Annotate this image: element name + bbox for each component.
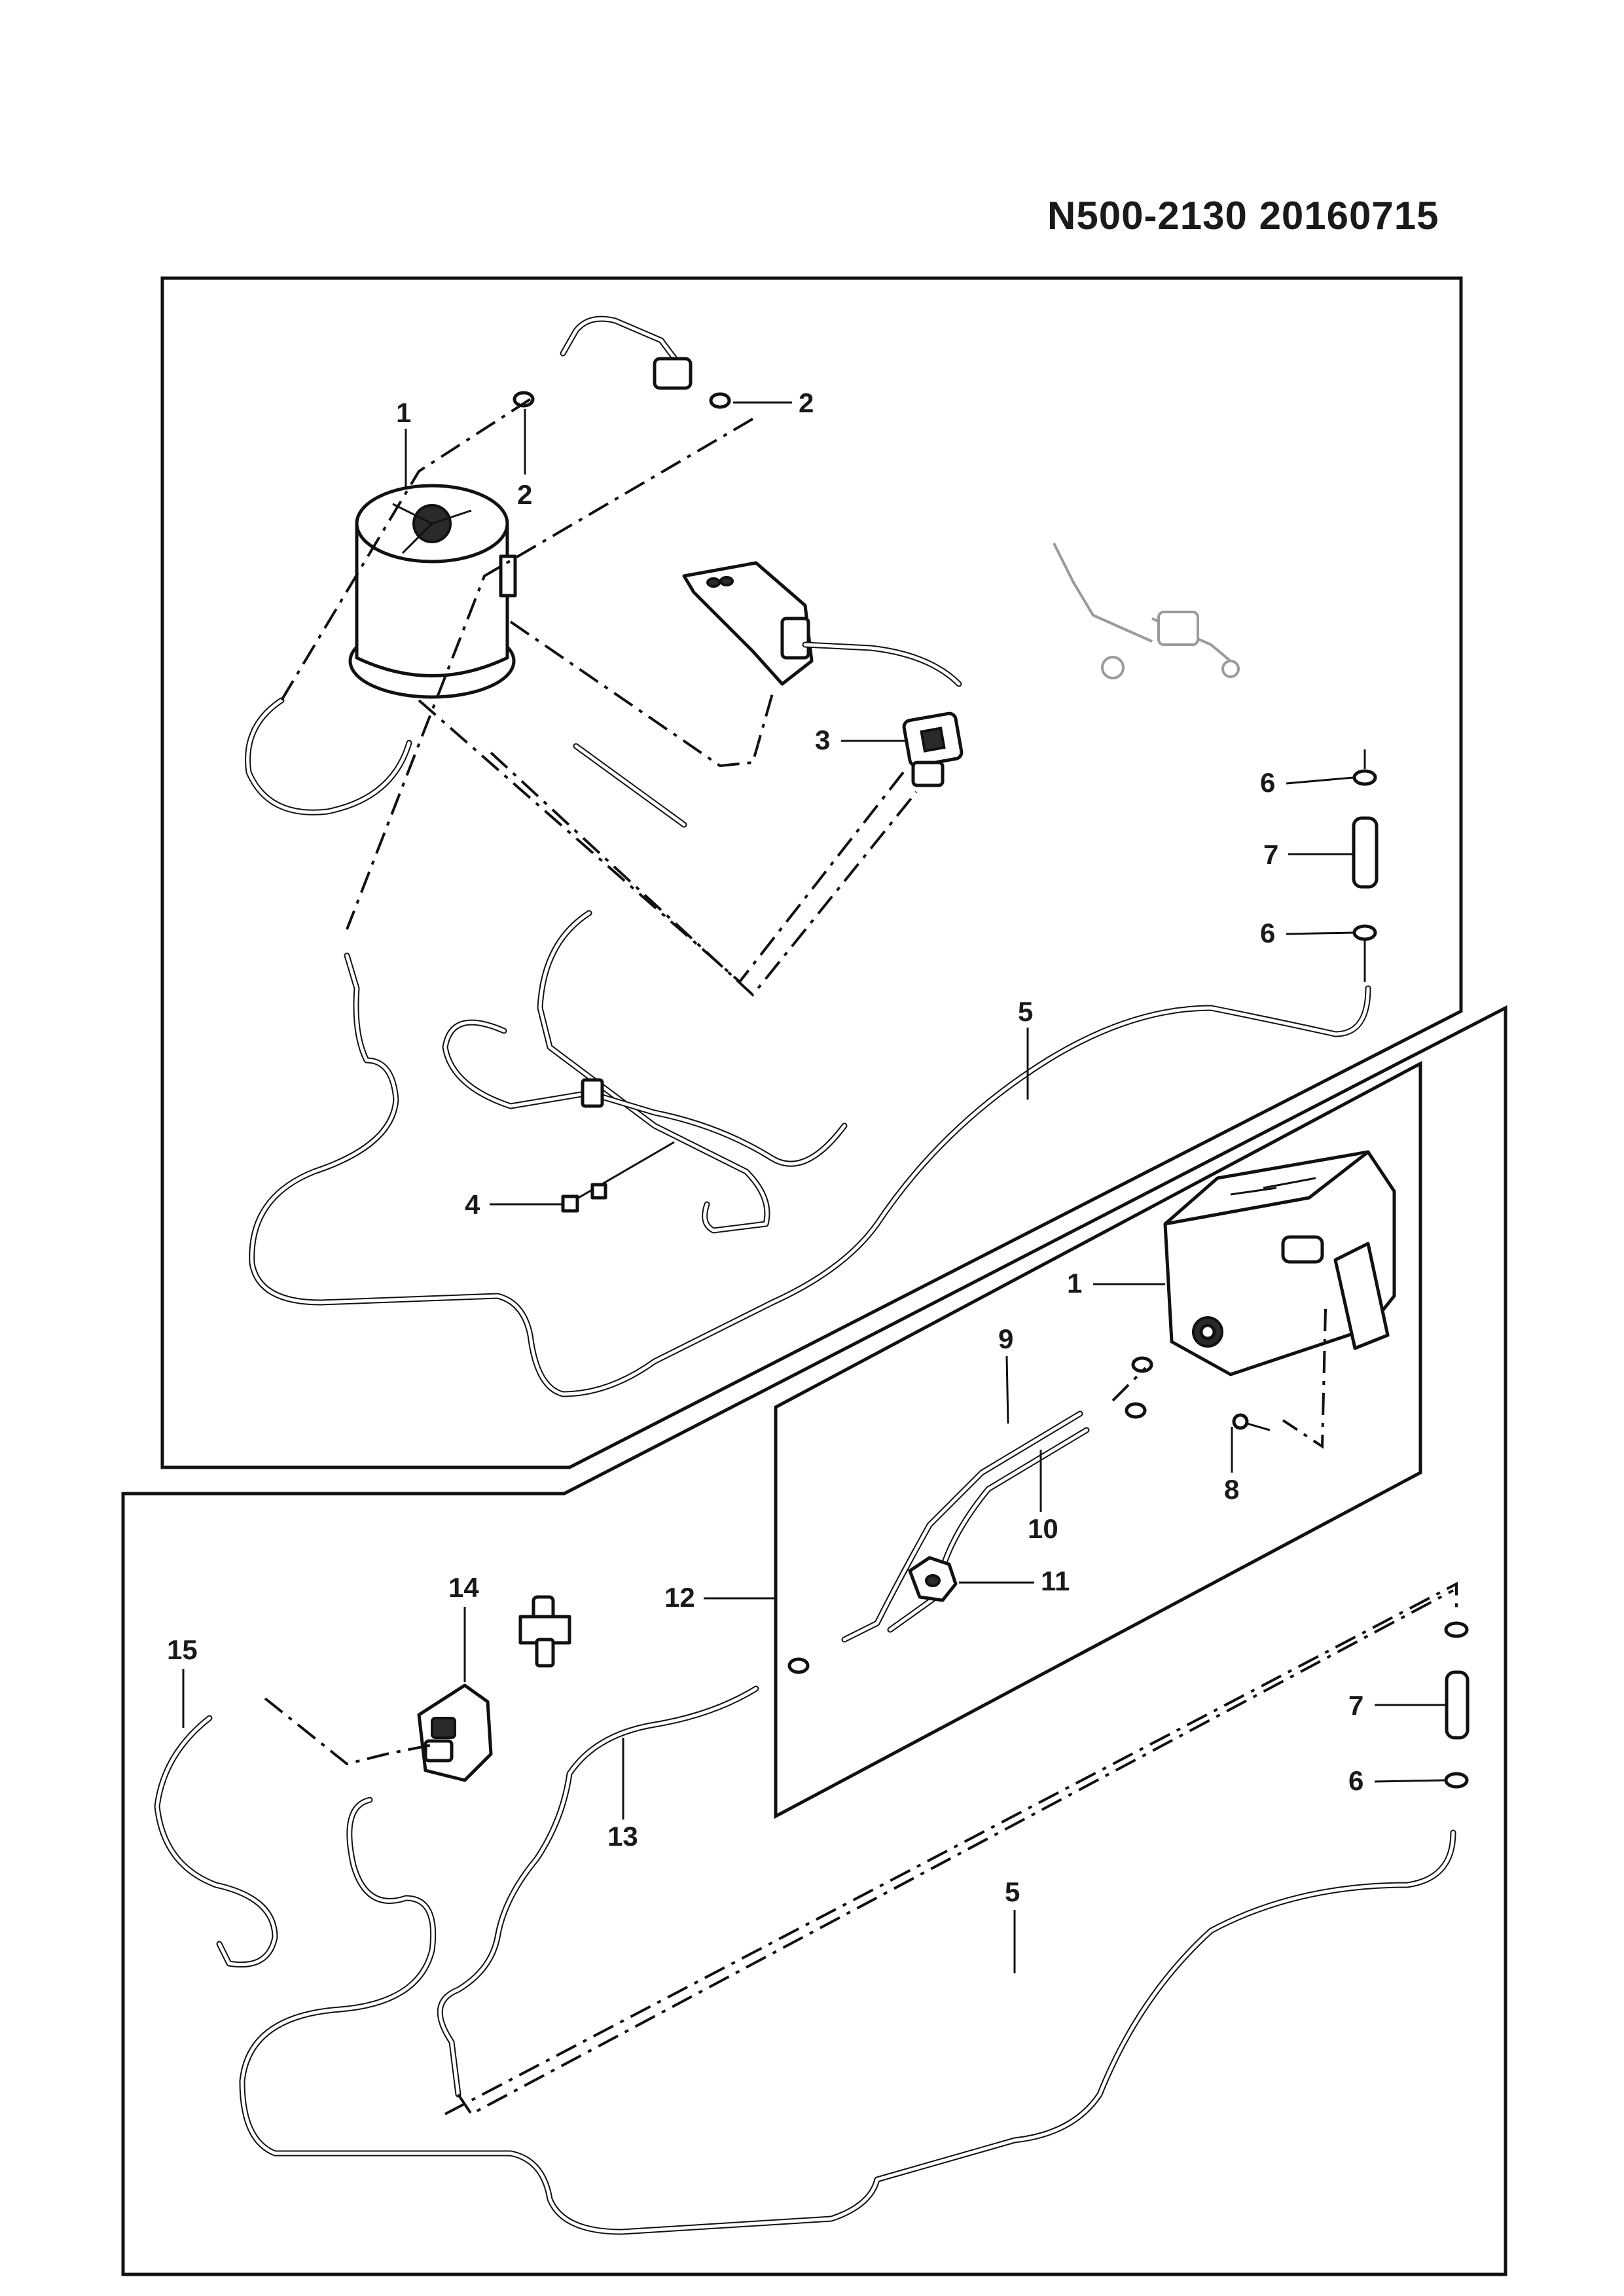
straight-tube xyxy=(573,743,687,828)
svg-text:12: 12 xyxy=(664,1582,695,1613)
clip-2-left xyxy=(513,391,535,408)
lower-panel-frame xyxy=(121,1005,1507,2276)
svg-text:10: 10 xyxy=(1028,1513,1058,1544)
reference-detail-grey xyxy=(1053,543,1240,679)
canister-drain-hose xyxy=(245,697,412,816)
clip-inset-a xyxy=(1131,1356,1153,1373)
clip-12-joint xyxy=(787,1657,810,1674)
hose-13 xyxy=(437,1685,759,2098)
svg-text:7: 7 xyxy=(1263,839,1278,870)
callout-6-top: 6 xyxy=(1260,767,1354,798)
svg-text:2: 2 xyxy=(517,479,532,510)
callout-5-lower: 5 xyxy=(1005,1876,1020,1973)
upper-panel-frame xyxy=(160,276,1463,1469)
assembly-line-upper-a xyxy=(280,398,532,702)
callout-6-lower: 6 xyxy=(1348,1765,1447,1796)
drawing-code: N500-2130 20160715 xyxy=(1047,194,1439,238)
purge-hose-assembly xyxy=(442,910,848,1234)
svg-text:15: 15 xyxy=(167,1634,198,1665)
callout-1-upper: 1 xyxy=(396,397,411,488)
screw-8 xyxy=(1232,1413,1271,1431)
callout-8: 8 xyxy=(1224,1427,1239,1505)
short-hose-7-lower xyxy=(1444,1621,1470,1789)
assembly-line-lower-b xyxy=(457,1589,1454,2116)
assembly-line-lower-c xyxy=(444,1581,1458,2115)
svg-text:5: 5 xyxy=(1018,996,1033,1027)
svg-text:14: 14 xyxy=(448,1572,479,1603)
callout-13: 13 xyxy=(607,1738,638,1852)
callout-7-lower: 7 xyxy=(1348,1690,1447,1721)
svg-text:5: 5 xyxy=(1005,1876,1020,1907)
callout-9: 9 xyxy=(998,1323,1013,1424)
inset-panel-frame xyxy=(774,1060,1422,1820)
svg-text:4: 4 xyxy=(465,1189,480,1220)
long-hose-5-upper xyxy=(249,952,1371,1397)
svg-text:11: 11 xyxy=(1041,1566,1070,1596)
callout-14: 14 xyxy=(448,1572,479,1682)
connector-3 xyxy=(902,711,964,787)
svg-text:3: 3 xyxy=(815,725,830,755)
callout-1-inset: 1 xyxy=(1067,1268,1165,1299)
clip-inset-b xyxy=(1125,1402,1147,1419)
assembly-line-upper-e xyxy=(490,751,918,997)
vent-hose-top xyxy=(560,315,693,390)
short-hose-7-upper xyxy=(1352,749,1379,982)
svg-text:9: 9 xyxy=(998,1323,1013,1354)
hose-15 xyxy=(154,1715,278,1968)
callout-2-right: 2 xyxy=(733,387,814,418)
mounting-bracket xyxy=(682,561,814,686)
connector-14 xyxy=(417,1683,493,1782)
svg-text:7: 7 xyxy=(1348,1690,1363,1721)
callout-3: 3 xyxy=(815,725,907,755)
clip-2-right xyxy=(709,392,731,409)
callout-4: 4 xyxy=(465,1189,562,1220)
clip-11 xyxy=(908,1556,958,1602)
svg-text:6: 6 xyxy=(1260,767,1275,798)
callout-6-mid: 6 xyxy=(1260,918,1354,948)
assembly-line-lower-a xyxy=(264,1697,436,1766)
cable-tie-4 xyxy=(561,1141,675,1213)
assembly-line-upper-b xyxy=(346,418,754,930)
assembly-line-inset xyxy=(1282,1308,1327,1449)
callout-2-left: 2 xyxy=(517,409,532,510)
callout-5-upper: 5 xyxy=(1018,996,1033,1100)
svg-text:6: 6 xyxy=(1348,1765,1363,1796)
callout-11: 11 xyxy=(959,1566,1070,1596)
charcoal-canister-upper xyxy=(348,484,517,699)
callout-7-upper: 7 xyxy=(1263,839,1354,870)
valve-fitting xyxy=(518,1595,571,1668)
callout-15: 15 xyxy=(167,1634,198,1728)
svg-text:1: 1 xyxy=(1067,1268,1082,1299)
bracket-hose xyxy=(802,641,962,687)
assembly-line-upper-d xyxy=(418,699,905,984)
long-hose-5-lower xyxy=(239,1797,1456,2235)
svg-text:8: 8 xyxy=(1224,1474,1239,1505)
charcoal-canister-inset xyxy=(1163,1150,1396,1376)
svg-text:2: 2 xyxy=(799,387,814,418)
callout-10: 10 xyxy=(1028,1450,1058,1544)
svg-text:6: 6 xyxy=(1260,918,1275,948)
hoses-9-10 xyxy=(841,1367,1147,1643)
callout-12: 12 xyxy=(664,1582,776,1613)
svg-text:1: 1 xyxy=(396,397,411,428)
svg-text:13: 13 xyxy=(607,1821,638,1852)
assembly-line-upper-c xyxy=(509,620,774,768)
